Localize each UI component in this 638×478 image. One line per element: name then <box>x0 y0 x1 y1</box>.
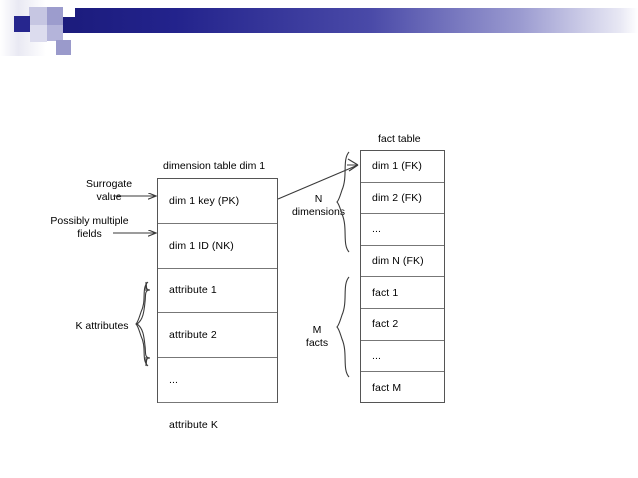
fact-table-row: fact 2 <box>361 309 444 341</box>
deco-square-light-4 <box>47 7 63 25</box>
fact-table-row: dim 2 (FK) <box>361 183 444 215</box>
fact-table-row: fact 1 <box>361 277 444 309</box>
fact-table-row: ... <box>361 214 444 246</box>
deco-square-light-2 <box>47 25 63 41</box>
dimension-table-caption: dimension table dim 1 <box>163 160 266 172</box>
fact-table-caption: fact table <box>378 133 421 145</box>
deco-square-light-3 <box>30 25 47 42</box>
fact-table-row: dim 1 (FK) <box>361 151 444 183</box>
fact-table-row: fact M <box>372 381 402 394</box>
annotation-surrogate-value: Surrogate value <box>85 178 133 203</box>
dimension-table-row: attribute K <box>169 419 218 432</box>
header-gradient-bar <box>45 8 638 33</box>
dimension-table-row: ... <box>158 358 277 403</box>
brace-k-attributes-tail <box>145 281 151 367</box>
dimension-table-row: attribute 1 <box>158 269 277 314</box>
annotation-k-attributes: K attributes <box>75 320 129 332</box>
crowsfoot-icon <box>347 158 359 172</box>
dimension-table-row: attribute 2 <box>158 313 277 359</box>
deco-square-white <box>63 7 75 17</box>
annotation-n-dimensions: N dimensions <box>291 193 346 218</box>
deco-square-accent <box>14 16 30 32</box>
deco-square-light-5 <box>56 40 71 55</box>
dimension-table: dim 1 key (PK) dim 1 ID (NK) attribute 1… <box>157 178 278 431</box>
deco-square-light-1 <box>29 7 47 25</box>
fact-table: dim 1 (FK) dim 2 (FK) ... dim N (FK) fac… <box>360 150 445 403</box>
fact-table-row: ... <box>361 341 444 373</box>
fact-table-row: dim N (FK) <box>361 246 444 278</box>
dimension-table-row: dim 1 ID (NK) <box>158 224 277 269</box>
annotation-m-facts: M facts <box>305 324 329 349</box>
annotation-possibly-multiple-fields: Possibly multiple fields <box>50 215 129 240</box>
dimension-table-row: dim 1 key (PK) <box>158 179 277 224</box>
